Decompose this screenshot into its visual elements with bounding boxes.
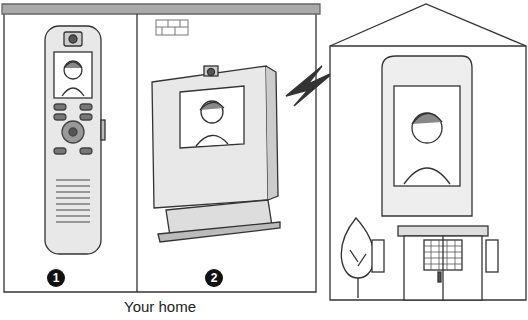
callout-number: 2 xyxy=(205,269,223,287)
callout-number: 1 xyxy=(47,269,65,287)
place-label: Your home xyxy=(124,298,196,315)
